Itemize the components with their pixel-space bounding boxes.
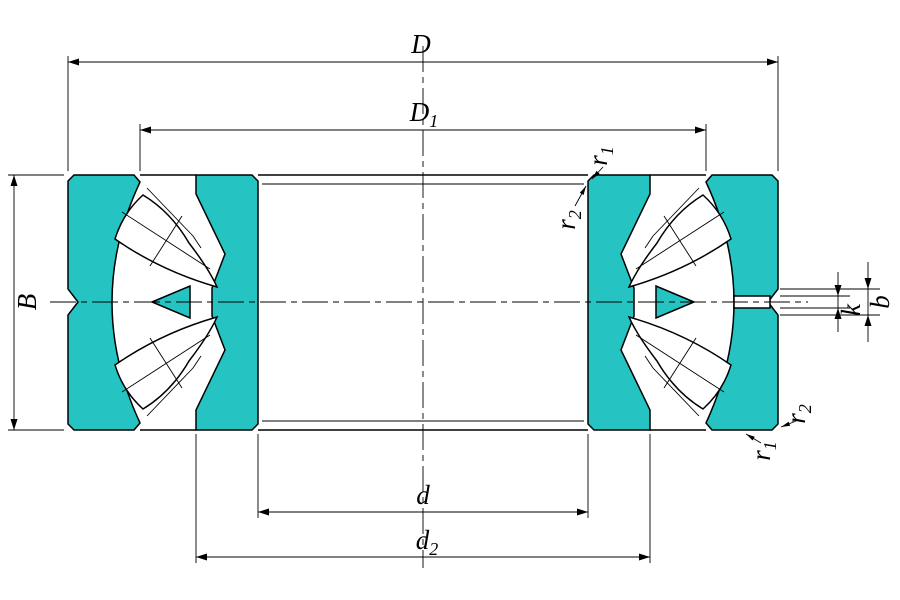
dimension-d2: d2: [195, 434, 651, 563]
dimension-D-arrow-right: [767, 58, 778, 66]
chamfer-callouts-top: r1 r2: [551, 146, 617, 230]
label-r2-top: r2: [551, 210, 585, 230]
chamfer-callouts-bottom: r2 r1: [745, 404, 815, 461]
label-d2: d2: [416, 525, 439, 559]
label-b: b: [865, 295, 895, 309]
dimension-b-extension-lines: [780, 288, 880, 316]
r2-top-leader-arrow: [579, 186, 586, 195]
inner-ring-left-section: [195, 174, 259, 431]
dimension-d2-arrow-right: [639, 553, 650, 561]
label-d: d: [416, 480, 430, 510]
cage-lines: [146, 187, 700, 417]
dimension-D-extension-lines: [67, 56, 779, 171]
dimension-d2-extension-lines: [195, 434, 651, 563]
dimension-D1-arrow-left: [140, 126, 151, 134]
dimension-D-arrow-left: [68, 58, 79, 66]
label-r1-top: r1: [583, 146, 617, 166]
dimension-b-arrow-bottom: [864, 315, 872, 326]
dimension-B: B: [8, 174, 64, 431]
label-r2-bottom: r2: [781, 404, 815, 424]
dimension-d-extension-lines: [257, 434, 589, 518]
dimension-k-arrow-bottom: [834, 308, 842, 319]
dimension-b: b: [780, 262, 895, 342]
label-D1: D1: [409, 97, 439, 131]
dimension-D1-arrow-right: [695, 126, 706, 134]
dimensions: D D1 B d: [8, 29, 895, 563]
r2-bottom-leader-arrow: [781, 421, 791, 427]
r1-bottom-leader-arrow: [746, 434, 755, 441]
dimension-k-arrow-top: [834, 285, 842, 296]
outer-ring-left-section: [67, 174, 141, 431]
dimension-d-arrow-right: [577, 508, 588, 516]
r1-top-leader-arrow: [592, 170, 600, 179]
label-D: D: [410, 29, 431, 59]
dimension-B-arrow-top: [10, 175, 18, 186]
roller-center-lines: [149, 215, 697, 389]
label-B: B: [12, 294, 42, 311]
dimension-D1-extension-lines: [139, 124, 707, 171]
dimension-d: d: [257, 434, 589, 518]
dimension-b-arrow-top: [864, 278, 872, 289]
dimension-d-arrow-left: [258, 508, 269, 516]
label-k: k: [836, 303, 866, 316]
dimension-B-arrow-bottom: [10, 419, 18, 430]
dimension-B-extension-lines: [8, 174, 64, 431]
dimension-D1: D1: [139, 97, 707, 171]
dimension-D: D: [67, 29, 779, 171]
inner-ring-right-section: [587, 174, 651, 431]
dimension-k: k: [780, 272, 866, 332]
centerlines: [50, 46, 808, 568]
label-r1-bottom: r1: [746, 441, 780, 461]
dimension-d2-arrow-left: [196, 553, 207, 561]
